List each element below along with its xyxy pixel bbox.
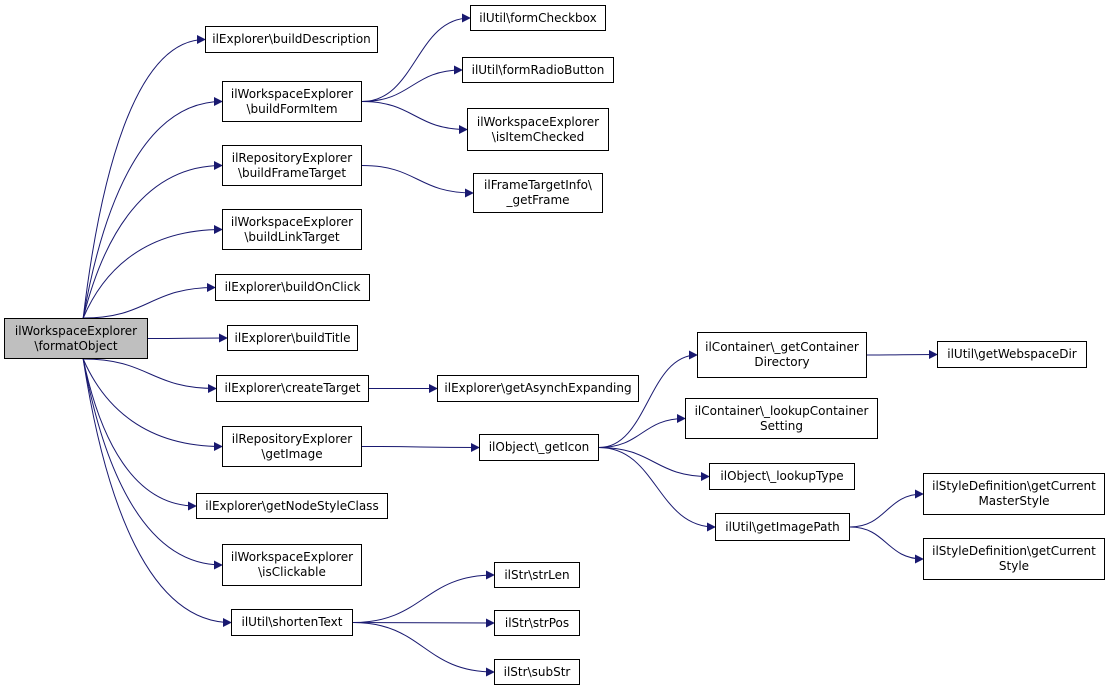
node-label-line: ilUtil\formCheckbox <box>479 10 597 25</box>
graph-node[interactable]: ilRepositoryExplorer\buildFrameTarget <box>222 145 362 186</box>
graph-node[interactable]: ilExplorer\buildTitle <box>227 325 358 351</box>
node-label-line: ilRepositoryExplorer <box>231 431 353 446</box>
node-label-line: ilRepositoryExplorer <box>231 150 353 165</box>
call-edge <box>849 489 924 528</box>
graph-node[interactable]: ilStr\strPos <box>494 610 580 636</box>
graph-node[interactable]: ilRepositoryExplorer\getImage <box>222 426 362 467</box>
call-edge <box>361 165 474 198</box>
graph-node[interactable]: ilExplorer\getNodeStyleClass <box>196 493 388 519</box>
graph-node[interactable]: ilExplorer\createTarget <box>216 375 369 402</box>
node-label-line: Directory <box>754 355 810 369</box>
call-edge <box>82 358 232 627</box>
node-label-line: ilStr\strLen <box>504 567 570 582</box>
node-label-line: Setting <box>760 418 803 433</box>
node-label-line: \buildFormItem <box>246 101 338 116</box>
graph-node[interactable]: ilUtil\formCheckbox <box>470 5 606 31</box>
call-edge <box>361 65 463 102</box>
node-label-line: ilStyleDefinition\getCurrent <box>932 544 1096 558</box>
node-label-line: ilExplorer\buildTitle <box>234 330 351 345</box>
node-label-line: ilObject\_lookupType <box>720 469 844 483</box>
call-edge <box>82 225 223 319</box>
graph-node[interactable]: ilStr\subStr <box>494 659 580 685</box>
node-label-line: ilFrameTargetInfo\ <box>484 178 592 192</box>
node-label-line: _getFrame <box>506 193 570 207</box>
call-edge <box>352 622 495 677</box>
call-edge <box>83 283 216 319</box>
call-edge <box>82 161 223 319</box>
node-label-line: ilExplorer\getAsynchExpanding <box>444 381 632 395</box>
graph-node[interactable]: ilWorkspaceExplorer\isClickable <box>222 544 362 586</box>
graph-node[interactable]: ilObject\_lookupType <box>709 463 855 490</box>
call-edge <box>82 35 206 319</box>
call-edge <box>849 526 924 564</box>
node-label-line: ilUtil\shortenText <box>241 615 343 629</box>
node-label-line: ilExplorer\getNodeStyleClass <box>205 498 379 513</box>
node-label-line: ilWorkspaceExplorer <box>14 323 138 338</box>
call-edge <box>83 358 217 393</box>
node-label-line: \getImage <box>261 446 323 461</box>
call-edge <box>147 333 228 343</box>
call-edge <box>598 414 686 448</box>
node-label-line: \buildFrameTarget <box>237 165 347 180</box>
node-label-line: ilUtil\formRadioButton <box>471 62 605 77</box>
graph-node[interactable]: ilWorkspaceExplorer\isItemChecked <box>467 108 609 151</box>
call-edge <box>352 570 495 623</box>
graph-node[interactable]: ilUtil\getImagePath <box>715 513 850 541</box>
call-edge <box>866 350 938 360</box>
graph-node[interactable]: ilUtil\getWebspaceDir <box>937 341 1087 368</box>
node-label-line: ilExplorer\buildOnClick <box>224 280 361 294</box>
call-edge <box>82 358 223 451</box>
node-label-line: MasterStyle <box>978 494 1050 508</box>
graph-node[interactable]: ilExplorer\buildDescription <box>205 26 378 53</box>
call-edge <box>598 447 710 481</box>
node-label-line: ilExplorer\createTarget <box>224 381 361 395</box>
node-label-line: ilContainer\_lookupContainer <box>694 403 869 418</box>
node-label-line: ilWorkspaceExplorer <box>230 550 354 564</box>
node-label-line: \buildLinkTarget <box>244 229 340 244</box>
node-label-line: \formatObject <box>34 338 118 353</box>
call-edge <box>82 97 223 319</box>
graph-node[interactable]: ilExplorer\getAsynchExpanding <box>437 375 639 402</box>
node-label-line: ilObject\_getIcon <box>488 440 590 454</box>
graph-node[interactable]: ilObject\_getIcon <box>479 434 599 461</box>
call-edge <box>352 618 495 628</box>
call-edge <box>82 358 197 511</box>
graph-node[interactable]: ilWorkspaceExplorer\buildLinkTarget <box>222 209 362 250</box>
node-label-line: ilWorkspaceExplorer <box>476 114 600 129</box>
node-label-line: ilStr\strPos <box>504 615 570 630</box>
call-edge <box>598 350 698 448</box>
node-label-line: ilUtil\getImagePath <box>725 519 840 534</box>
call-edge <box>82 358 223 570</box>
graph-node[interactable]: ilStr\strLen <box>494 562 580 588</box>
node-label-line: ilExplorer\buildDescription <box>212 32 371 46</box>
call-edge <box>361 101 468 134</box>
node-label-line: ilStyleDefinition\getCurrent <box>932 479 1096 493</box>
node-label-line: ilWorkspaceExplorer <box>230 86 354 101</box>
graph-node[interactable]: ilUtil\formRadioButton <box>462 57 614 83</box>
node-label-line: ilUtil\getWebspaceDir <box>947 347 1077 361</box>
graph-node[interactable]: ilExplorer\buildOnClick <box>215 274 370 301</box>
root-node[interactable]: ilWorkspaceExplorer\formatObject <box>4 318 148 359</box>
call-edge <box>361 13 471 102</box>
node-label-line: ilContainer\_getContainer <box>705 340 859 354</box>
node-label-line: ilWorkspaceExplorer <box>230 214 354 229</box>
call-edge <box>598 447 716 532</box>
node-label-line: \isItemChecked <box>491 129 585 144</box>
graph-node[interactable]: ilFrameTargetInfo\_getFrame <box>473 173 603 213</box>
node-label-line: \isClickable <box>258 565 326 579</box>
node-label-line: ilStr\subStr <box>503 664 571 679</box>
node-label-line: Style <box>998 559 1030 573</box>
graph-node[interactable]: ilWorkspaceExplorer\buildFormItem <box>222 81 362 122</box>
call-edge <box>361 442 480 452</box>
graph-node[interactable]: ilUtil\shortenText <box>231 609 353 636</box>
